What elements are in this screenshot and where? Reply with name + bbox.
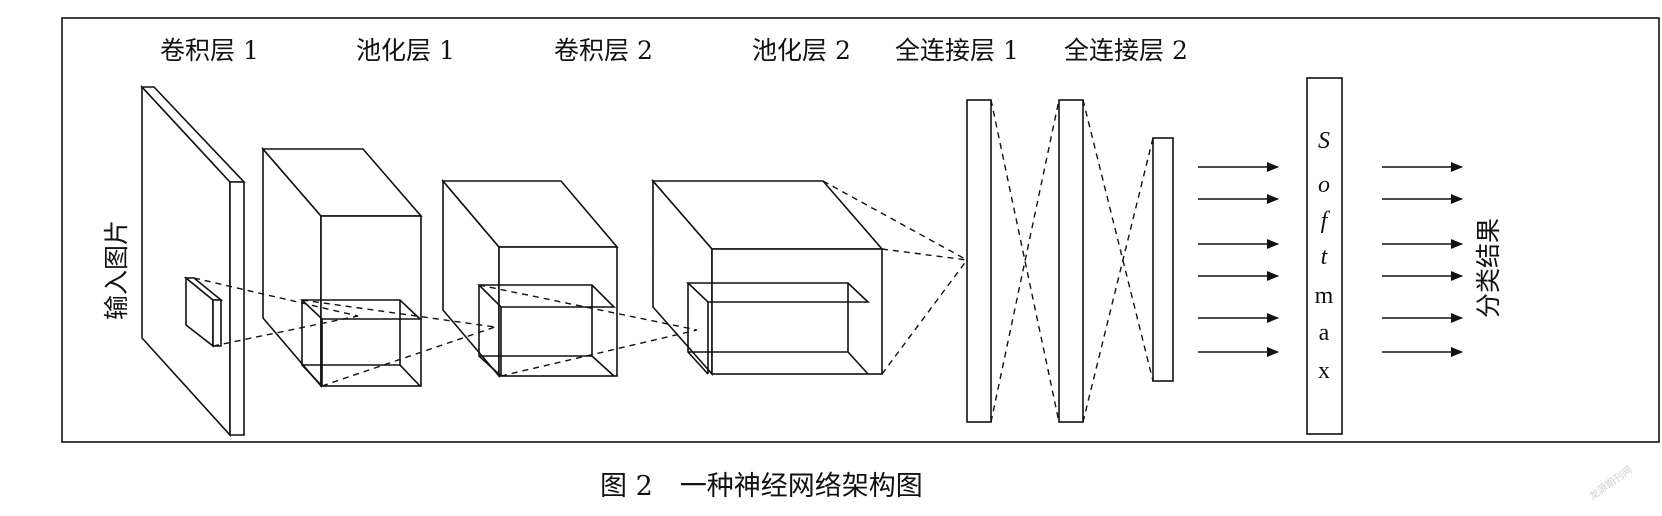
softmax-letter: S bbox=[1318, 128, 1330, 154]
input-arrows bbox=[1198, 162, 1279, 357]
label-pool1: 池化层 1 bbox=[356, 36, 455, 65]
conv2-block bbox=[441, 178, 619, 379]
output-arrows bbox=[1382, 162, 1463, 357]
label-conv1: 卷积层 1 bbox=[160, 36, 259, 65]
softmax-letter: f bbox=[1321, 208, 1331, 234]
softmax-text: S o f t m a x bbox=[1315, 128, 1334, 384]
pool2-block bbox=[651, 178, 884, 377]
softmax-letter: x bbox=[1318, 358, 1330, 384]
feature-connections bbox=[193, 180, 968, 387]
label-conv2: 卷积层 2 bbox=[554, 36, 653, 65]
input-image-slab bbox=[140, 84, 246, 438]
fc3-layer bbox=[1152, 137, 1174, 382]
fc-connections bbox=[990, 99, 1154, 423]
input-image-label: 输入图片 bbox=[102, 220, 131, 320]
figure-frame bbox=[61, 17, 1660, 443]
fc1-layer bbox=[966, 99, 992, 423]
label-fc1: 全连接层 1 bbox=[895, 36, 1019, 65]
classification-result-label: 分类结果 bbox=[1474, 218, 1503, 318]
figure-caption: 图 2 一种神经网络架构图 bbox=[600, 471, 923, 502]
label-fc2: 全连接层 2 bbox=[1064, 36, 1188, 65]
fc2-layer bbox=[1058, 99, 1084, 423]
softmax-letter: a bbox=[1319, 320, 1330, 346]
softmax-layer bbox=[1306, 77, 1343, 435]
softmax-letter: m bbox=[1315, 283, 1334, 309]
label-pool2: 池化层 2 bbox=[752, 36, 851, 65]
softmax-letter: o bbox=[1318, 172, 1330, 198]
softmax-letter: t bbox=[1321, 244, 1329, 270]
watermark: 龙源期刊网 bbox=[1586, 463, 1634, 502]
conv1-block bbox=[261, 146, 423, 389]
